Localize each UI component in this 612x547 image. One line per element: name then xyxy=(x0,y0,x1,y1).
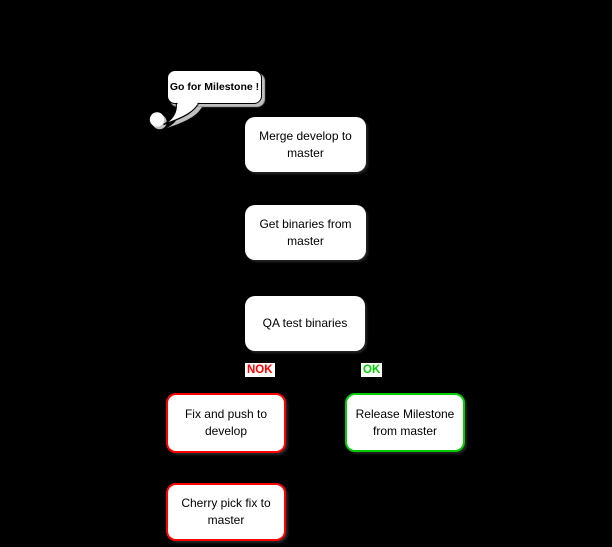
speech-bubble-tail-seam xyxy=(177,99,198,105)
activity-node-get-binaries: Get binaries from master xyxy=(245,205,366,260)
branch-label-nok-text: NOK xyxy=(247,364,273,376)
branch-label-nok: NOK xyxy=(245,363,275,377)
start-circle xyxy=(149,112,165,127)
node-label-line: QA test binaries xyxy=(262,316,348,330)
speech-bubble-tail-shadow xyxy=(167,107,202,128)
activity-node-fix-and-push: Fix and push to develop xyxy=(166,393,286,453)
activity-node-release-milestone: Release Milestone from master xyxy=(345,393,465,452)
activity-node-merge-develop: Merge develop to master xyxy=(245,117,366,172)
speech-bubble-tail xyxy=(149,99,202,130)
node-label-line: develop xyxy=(204,424,248,438)
node-label-line: Fix and push to xyxy=(184,407,268,421)
node-label-line: Get binaries from xyxy=(259,216,352,231)
node-label-line: master xyxy=(207,513,245,527)
activity-node-qa-test: QA test binaries xyxy=(245,296,365,351)
node-label-line: from master xyxy=(372,423,437,438)
branch-label-ok-text: OK xyxy=(363,364,381,376)
node-label-line: master xyxy=(287,233,324,248)
speech-bubble: Go for Milestone ! xyxy=(167,70,262,104)
node-label-line: Release Milestone xyxy=(355,406,455,421)
speech-bubble-text: Go for Milestone ! xyxy=(169,81,260,93)
speech-bubble-tail-shape xyxy=(163,102,200,126)
branch-label-ok: OK xyxy=(361,363,383,377)
node-label-line: Merge develop to xyxy=(259,128,352,143)
activity-node-cherry-pick: Cherry pick fix to master xyxy=(166,483,286,541)
node-label-line: Cherry pick fix to xyxy=(181,496,271,510)
node-label-line: master xyxy=(287,145,324,160)
